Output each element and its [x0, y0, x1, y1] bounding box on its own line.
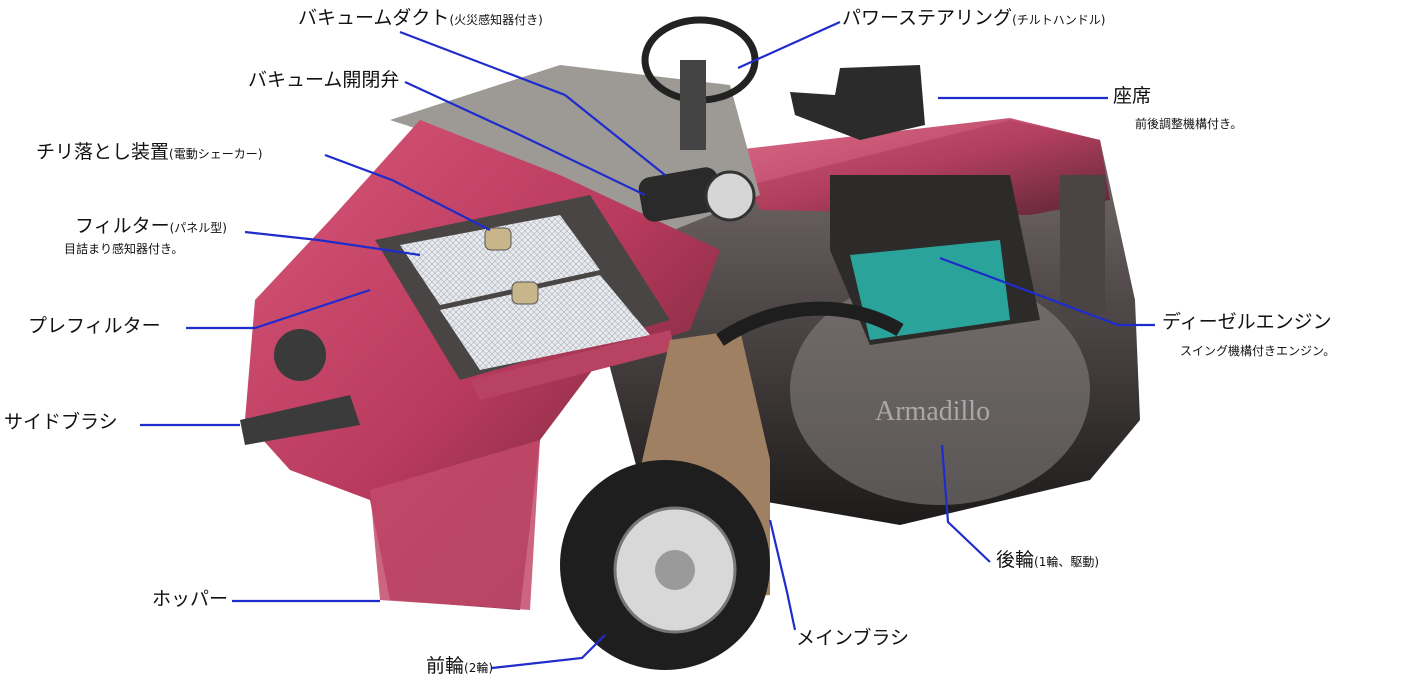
side-brush-hub [274, 329, 326, 381]
rear-top-panel [735, 118, 1110, 215]
label-side-brush: サイドブラシ [4, 411, 118, 433]
filter-panel-2 [440, 275, 650, 370]
label-front-wheel-main: 前輪 [426, 655, 465, 677]
label-front-wheel: 前輪(2輪) [426, 655, 494, 678]
leader-front-wheel [491, 634, 606, 670]
label-dust-shaker: チリ落とし装置(電動シェーカー) [36, 141, 263, 164]
label-hopper: ホッパー [152, 588, 229, 610]
hopper-panel [370, 440, 540, 610]
label-power-steering-main: パワーステアリング [842, 7, 1013, 29]
brand-text: Armadillo [875, 396, 990, 427]
engine-radiator [1060, 175, 1105, 315]
steering-column [680, 60, 706, 150]
leader-power-steering [737, 20, 841, 70]
label-dust-shaker-main: チリ落とし装置 [36, 141, 170, 163]
label-filter: フィルター(パネル型) [75, 215, 227, 238]
label-front-wheel-paren: (2輪) [464, 661, 494, 675]
leader-vacuum-valve [404, 81, 646, 196]
vacuum-valve [704, 170, 756, 222]
side-brush [240, 395, 360, 445]
label-diesel-engine-sub: スイング機構付きエンジン。 [1180, 344, 1336, 358]
label-seat: 座席 [1113, 85, 1152, 108]
label-vacuum-duct-paren: (火災感知器付き) [449, 13, 543, 27]
vacuum-duct [638, 167, 722, 222]
shaker-motor-2 [511, 281, 539, 305]
label-filter-sub: 目詰まり感知器付き。 [64, 242, 184, 256]
label-rear-wheel: 後輪(1輪、駆動) [996, 549, 1100, 572]
leader-prefilter [186, 288, 371, 330]
filter-panel-1 [400, 215, 600, 305]
leader-main-brush [768, 519, 797, 631]
label-prefilter: プレフィルター [28, 315, 161, 337]
leader-dust-shaker [324, 153, 491, 231]
label-filter-paren: (パネル型) [169, 221, 227, 235]
label-vacuum-duct-main: バキュームダクト [298, 7, 450, 29]
seat [790, 65, 925, 140]
leader-diesel-engine [939, 256, 1155, 327]
hose-bundle [716, 301, 904, 346]
leader-lines [140, 20, 1155, 670]
label-vacuum-valve: バキューム開閉弁 [248, 69, 400, 91]
label-main-brush: メインブラシ [796, 627, 910, 649]
label-dust-shaker-paren: (電動シェーカー) [169, 147, 263, 161]
leader-vacuum-duct [399, 30, 666, 176]
label-power-steering: パワーステアリング(チルトハンドル) [842, 7, 1106, 30]
label-diesel-engine: ディーゼルエンジン [1162, 311, 1332, 333]
shaker-motor-1 [484, 227, 512, 251]
label-seat-sub: 前後調整機構付き。 [1135, 117, 1243, 131]
label-filter-main: フィルター [75, 215, 170, 237]
leader-rear-wheel [940, 444, 991, 563]
engine-teal-head [850, 240, 1010, 340]
label-vacuum-duct: バキュームダクト(火災感知器付き) [298, 7, 543, 30]
front-wheel-hub [655, 550, 695, 590]
leader-filter [244, 230, 421, 257]
filter-tray [470, 330, 675, 400]
label-seat-main: 座席 [1113, 85, 1152, 107]
label-rear-wheel-main: 後輪 [996, 549, 1035, 571]
label-power-steering-paren: (チルトハンドル) [1012, 13, 1106, 27]
label-rear-wheel-paren: (1輪、駆動) [1034, 555, 1100, 569]
